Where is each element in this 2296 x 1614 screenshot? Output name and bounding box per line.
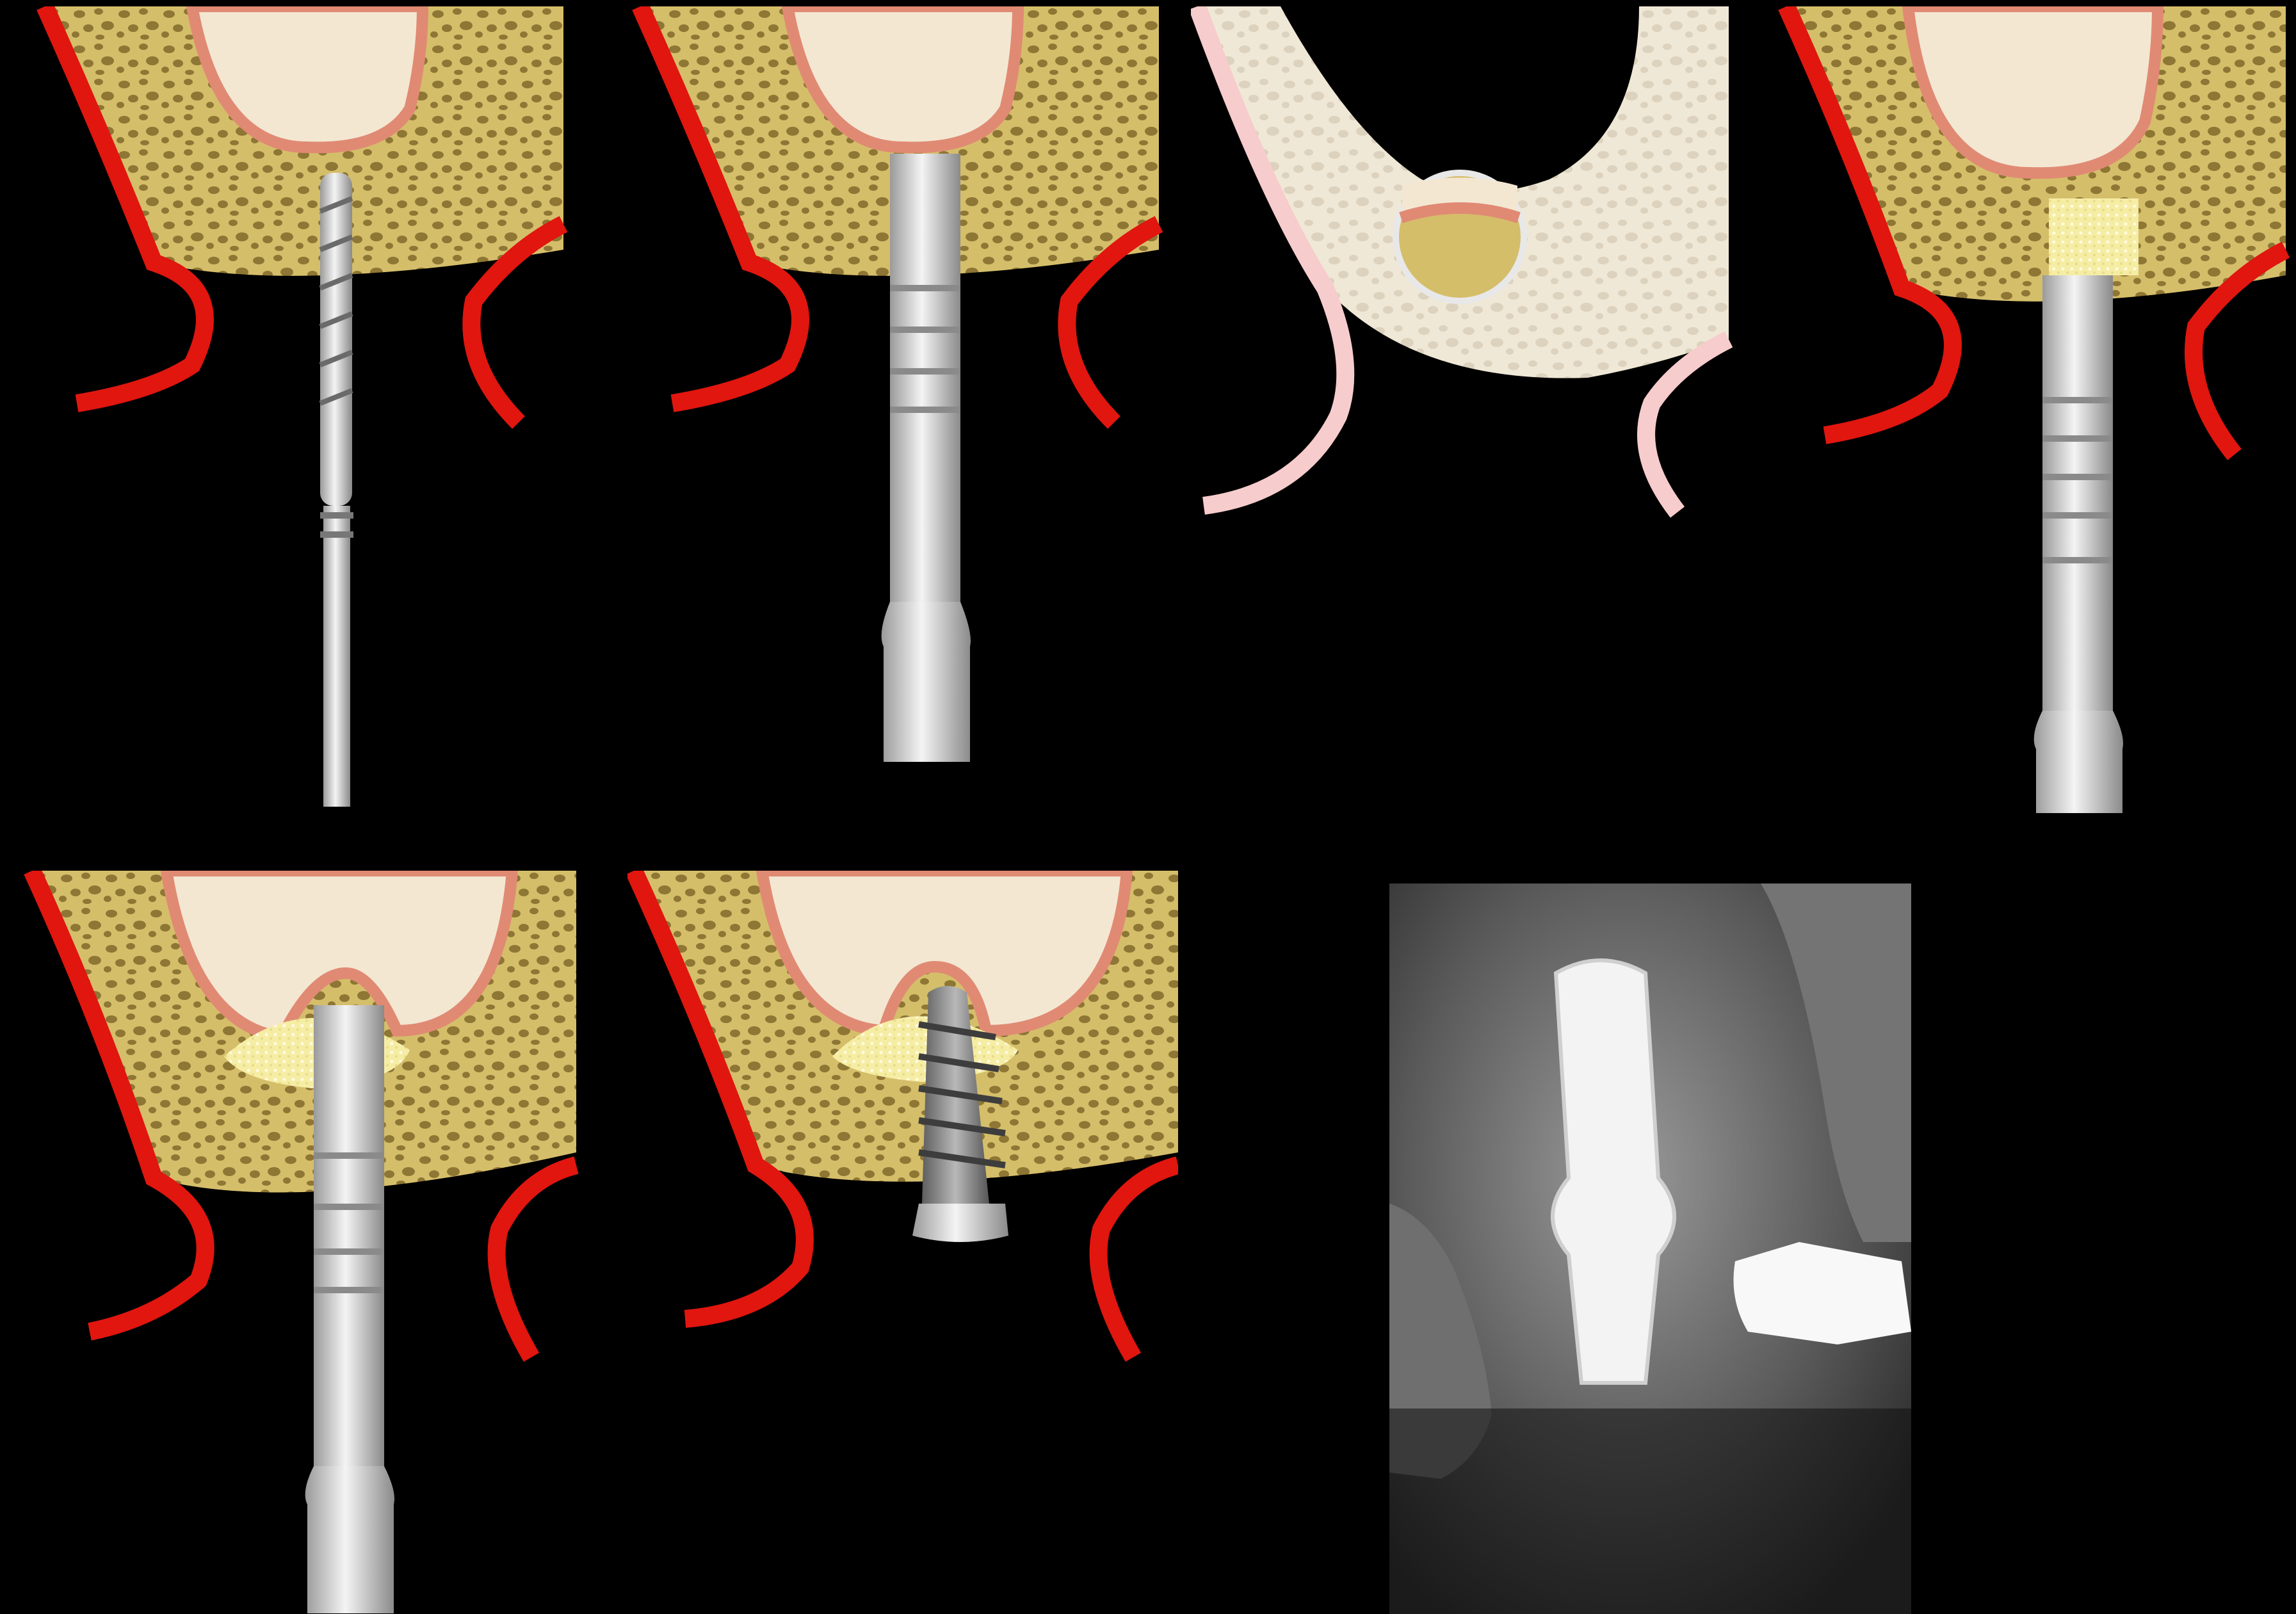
osteotome — [2034, 275, 2123, 813]
twist-drill — [320, 173, 353, 807]
panel-step-7-radiograph — [1389, 884, 1911, 1614]
panel-step-1-drill — [26, 6, 576, 819]
gingiva-right — [1099, 1165, 1178, 1357]
graft — [2049, 198, 2138, 275]
panel-step-3-membrane-lift — [1191, 6, 1742, 551]
panel-step-6-implant — [627, 871, 1178, 1383]
pale-gingiva-right — [1646, 339, 1729, 512]
panel-step-4-graft — [1774, 6, 2292, 819]
osteotome — [882, 154, 971, 762]
osteotome — [305, 1005, 394, 1613]
gingiva-right — [497, 1165, 576, 1357]
panel-step-5-graft-elevation — [13, 871, 589, 1613]
panel-step-2-osteotome — [621, 6, 1172, 775]
